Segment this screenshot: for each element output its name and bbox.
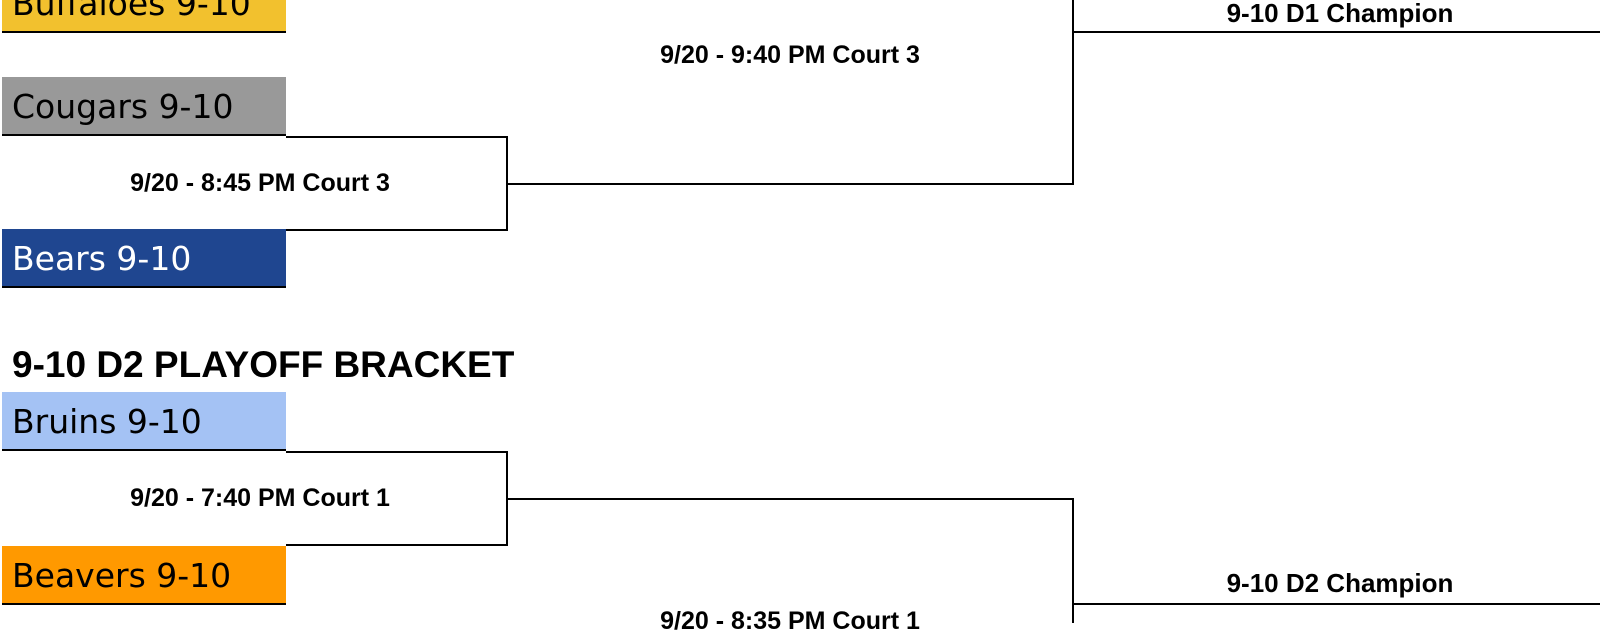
- d1-champion-line: [1072, 31, 1600, 33]
- d2-final-game-label: 9/20 - 8:35 PM Court 1: [660, 607, 920, 635]
- d2-champion-line: [1072, 603, 1600, 605]
- d1-semifinal-bottom-line: [286, 229, 508, 231]
- d2-semifinal-top-line: [286, 451, 508, 453]
- d2-final-vertical-line: [1072, 498, 1074, 623]
- d1-final-connector-line: [506, 183, 1074, 185]
- team-cougars: Cougars 9-10: [2, 77, 286, 136]
- d1-semifinal-game-label: 9/20 - 8:45 PM Court 3: [130, 169, 390, 197]
- team-bears: Bears 9-10: [2, 229, 286, 288]
- d2-champion-label: 9-10 D2 Champion: [1226, 568, 1454, 598]
- d1-semifinal-top-line: [286, 136, 508, 138]
- team-bruins: Bruins 9-10: [2, 392, 286, 451]
- d1-final-vertical-line: [1072, 0, 1074, 185]
- d2-bracket-title: 9-10 D2 PLAYOFF BRACKET: [12, 344, 515, 385]
- team-beavers: Beavers 9-10: [2, 546, 286, 605]
- d2-final-connector-line: [506, 498, 1074, 500]
- d2-semifinal-bottom-line: [286, 544, 508, 546]
- d1-champion-label: 9-10 D1 Champion: [1226, 0, 1454, 28]
- d2-semifinal-game-label: 9/20 - 7:40 PM Court 1: [130, 484, 390, 512]
- d1-final-game-label: 9/20 - 9:40 PM Court 3: [660, 41, 920, 69]
- team-buffaloes: Buffaloes 9-10: [2, 0, 286, 33]
